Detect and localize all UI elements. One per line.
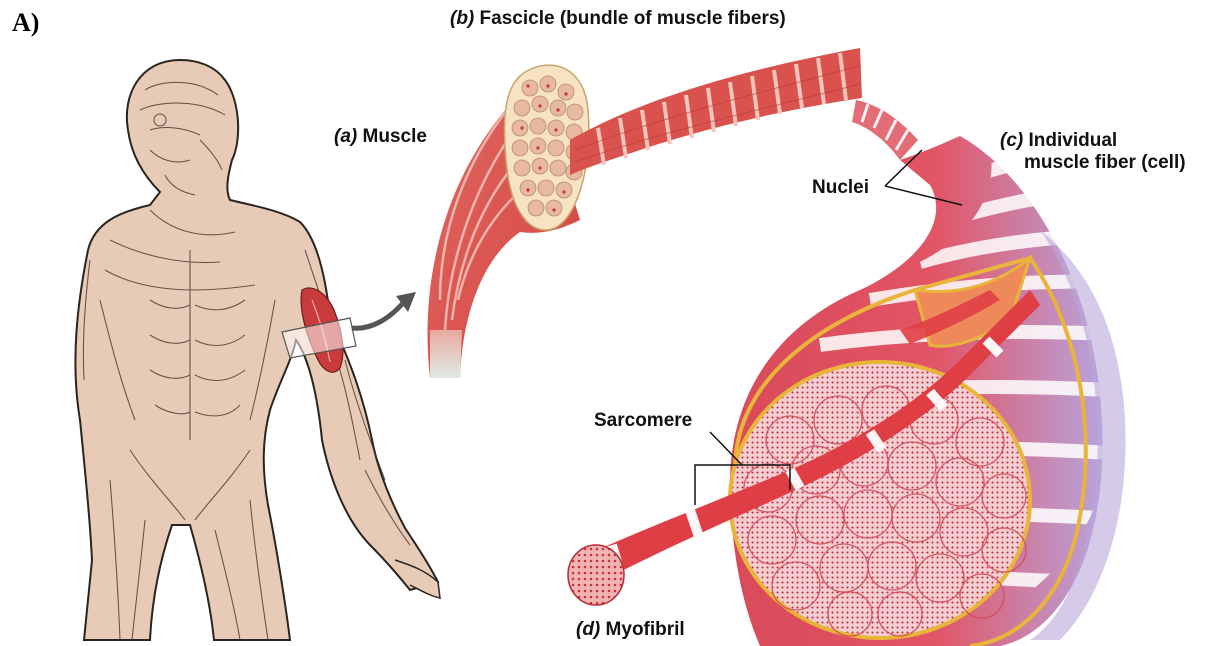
myofibril-letter: (d) bbox=[576, 619, 600, 640]
sarcomere-label: Sarcomere bbox=[594, 410, 692, 432]
fascicle-label: (b) Fascicle (bundle of muscle fibers) bbox=[450, 8, 786, 30]
fiber-line2: muscle fiber (cell) bbox=[1000, 152, 1186, 174]
muscle-text: Muscle bbox=[363, 126, 427, 147]
fiber-letter: (c) bbox=[1000, 130, 1023, 151]
panel-label: A) bbox=[12, 8, 39, 38]
myofibril-label: (d) Myofibril bbox=[576, 619, 685, 641]
fascicle-letter: (b) bbox=[450, 8, 474, 29]
muscle-illustration bbox=[428, 65, 589, 378]
muscle-letter: (a) bbox=[334, 126, 357, 147]
myofibril-text: Myofibril bbox=[606, 619, 685, 640]
muscle-label: (a) Muscle bbox=[334, 126, 427, 148]
fascicle-illustration bbox=[570, 48, 862, 175]
fiber-connector bbox=[852, 100, 918, 160]
fascicle-text: Fascicle (bundle of muscle fibers) bbox=[480, 8, 786, 29]
nuclei-label: Nuclei bbox=[812, 177, 869, 199]
fiber-line1: Individual bbox=[1029, 130, 1118, 151]
fiber-label: (c) Individual muscle fiber (cell) bbox=[1000, 130, 1186, 174]
